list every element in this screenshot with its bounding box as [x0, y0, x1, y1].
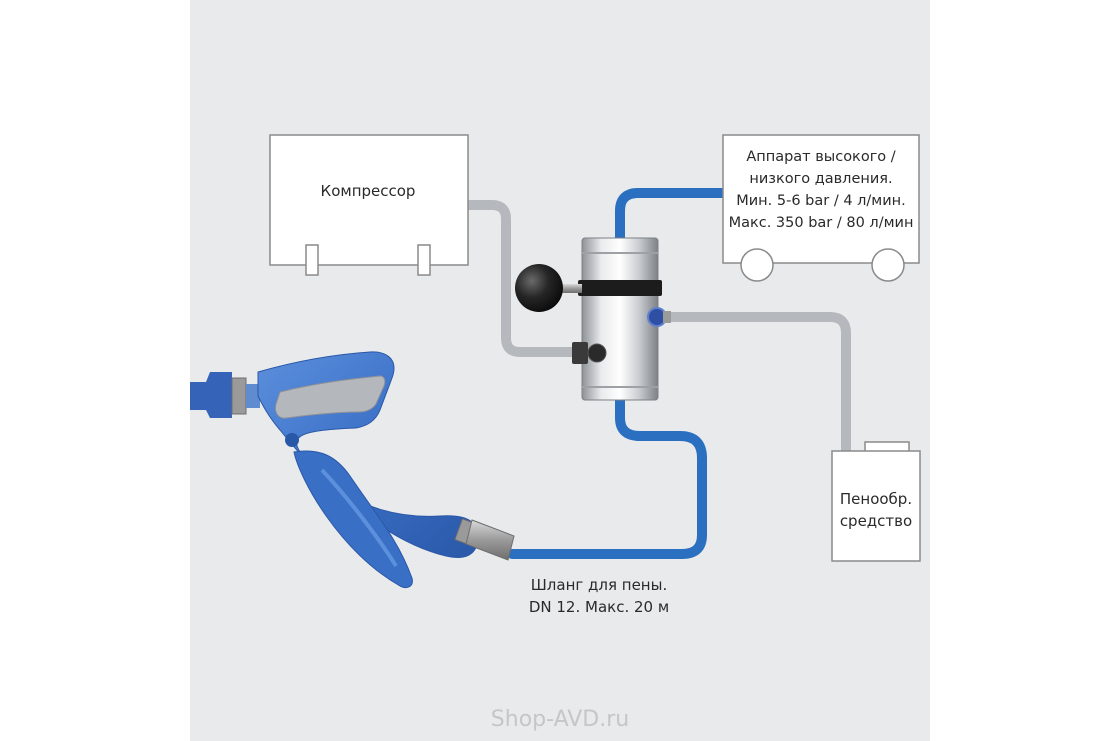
watermark: Shop-AVD.ru [490, 707, 630, 732]
pressure-washer-label-line: Мин. 5-6 bar / 4 л/мин. [736, 193, 906, 209]
pressure-washer-label-line: низкого давления. [749, 171, 893, 187]
foam-hose-label: Шланг для пены. DN 12. Макс. 20 м [512, 574, 686, 618]
suction-hose [663, 312, 851, 457]
pressure-washer-label-line: Аппарат высокого / [746, 149, 896, 165]
foam-agent-label: Пенообр. средство [832, 488, 920, 532]
pressure-washer-label: Аппарат высокого / низкого давления. Мин… [722, 146, 920, 234]
valve-knob-icon [515, 264, 563, 312]
foam-hose-label-line: DN 12. Макс. 20 м [528, 598, 670, 616]
foam-agent-label-line: Пенообр. [839, 490, 913, 508]
air-hose [463, 200, 585, 357]
pressure-washer [722, 134, 920, 282]
compressor-label: Компрессор [320, 182, 416, 200]
foam-hose-label-line: Шланг для пены. [530, 576, 668, 594]
pressure-washer-label-line: Макс. 350 bar / 80 л/мин [728, 215, 914, 231]
spray-gun [190, 351, 515, 589]
compressor [269, 134, 469, 276]
foam-hose [507, 395, 707, 559]
foam-injector [515, 237, 671, 401]
foam-agent-label-line: средство [839, 512, 913, 530]
foam-canister [831, 441, 921, 562]
inlet-hose [615, 188, 728, 245]
